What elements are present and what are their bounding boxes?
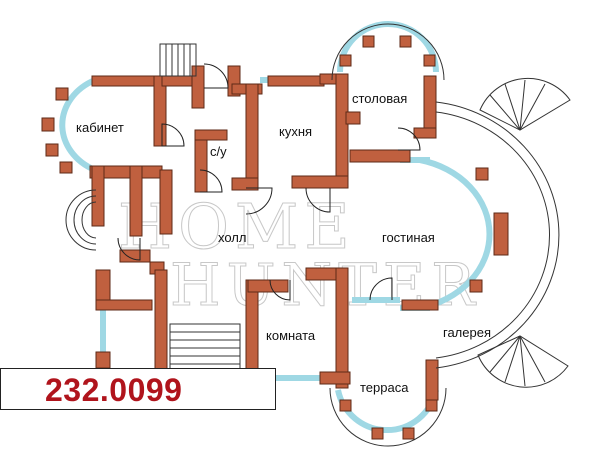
wall-pier bbox=[399, 35, 412, 48]
wall-segment bbox=[129, 165, 143, 237]
wall-pier bbox=[423, 54, 436, 67]
wall-pier bbox=[45, 143, 59, 157]
dining-bay-window bbox=[337, 21, 439, 73]
wall-segment bbox=[267, 75, 325, 87]
wall-segment bbox=[154, 269, 168, 371]
wall-segment bbox=[191, 65, 205, 109]
label-study: кабинет bbox=[76, 120, 124, 135]
watermark: HOME HUNTER bbox=[118, 190, 476, 320]
door-swing bbox=[117, 237, 141, 261]
door-swing bbox=[269, 279, 291, 301]
fireplace bbox=[493, 212, 509, 256]
wall-segment bbox=[245, 83, 259, 189]
wall-segment bbox=[95, 299, 153, 311]
gallery-rim bbox=[435, 101, 560, 369]
wall-segment bbox=[423, 75, 437, 137]
spiral-stair-se bbox=[477, 335, 569, 388]
wall-pier bbox=[475, 167, 489, 181]
wall-segment bbox=[91, 75, 165, 87]
wall-pier bbox=[425, 399, 438, 412]
watermark-line1: HOME bbox=[118, 190, 356, 263]
label-dining: столовая bbox=[352, 91, 407, 106]
door-swing bbox=[305, 187, 331, 213]
label-living: гостиная bbox=[382, 230, 435, 245]
door-swing bbox=[397, 127, 421, 151]
wall-pier bbox=[402, 427, 415, 440]
wall-segment bbox=[349, 149, 411, 163]
wall-pier bbox=[41, 117, 55, 132]
door-swing bbox=[369, 277, 393, 301]
room-labels: кабинет с/у кухня столовая холл гостиная… bbox=[76, 91, 491, 395]
wall-pier bbox=[469, 279, 483, 293]
study-bay-window bbox=[59, 77, 97, 173]
label-room: комната bbox=[266, 328, 316, 343]
wall-segment bbox=[119, 249, 151, 263]
wall-pier bbox=[371, 427, 384, 440]
wall-segment bbox=[95, 351, 111, 369]
stairs bbox=[65, 23, 571, 447]
wall-pier bbox=[339, 54, 352, 67]
wall-segment bbox=[291, 175, 349, 189]
door-swing bbox=[203, 63, 229, 89]
wall-pier bbox=[362, 35, 375, 48]
wall-segment bbox=[425, 359, 439, 401]
wall-segment bbox=[319, 371, 351, 385]
wall-segment bbox=[194, 129, 228, 141]
label-hall: холл bbox=[218, 230, 246, 245]
wall-segment bbox=[401, 299, 439, 311]
wall-pier bbox=[59, 161, 73, 174]
plan-code-box: 232.0099 bbox=[0, 368, 276, 410]
wall-segment bbox=[345, 111, 361, 125]
wall-segment bbox=[335, 73, 349, 185]
label-wc: с/у bbox=[210, 144, 227, 159]
doors bbox=[117, 63, 421, 301]
living-bay-window bbox=[419, 157, 493, 311]
plan-code: 232.0099 bbox=[45, 372, 183, 408]
terrace-bay-window bbox=[335, 389, 439, 434]
door-swing bbox=[199, 169, 223, 193]
west-steps bbox=[65, 189, 97, 251]
door-swing bbox=[161, 123, 185, 147]
wall-pier bbox=[55, 87, 69, 101]
wall-pier bbox=[339, 399, 352, 412]
label-gallery: галерея bbox=[443, 325, 491, 340]
wall-segment bbox=[159, 169, 173, 235]
wall-segment bbox=[161, 75, 197, 87]
wall-segment bbox=[247, 279, 289, 293]
walls bbox=[41, 35, 509, 440]
wall-segment bbox=[335, 267, 349, 389]
wall-segment bbox=[245, 279, 259, 379]
label-kitchen: кухня bbox=[279, 124, 312, 139]
label-terrace: терраса bbox=[360, 380, 409, 395]
wall-segment bbox=[231, 177, 259, 191]
spiral-stair-ne bbox=[479, 77, 571, 131]
wall-segment bbox=[413, 127, 437, 139]
door-swing bbox=[245, 187, 273, 215]
